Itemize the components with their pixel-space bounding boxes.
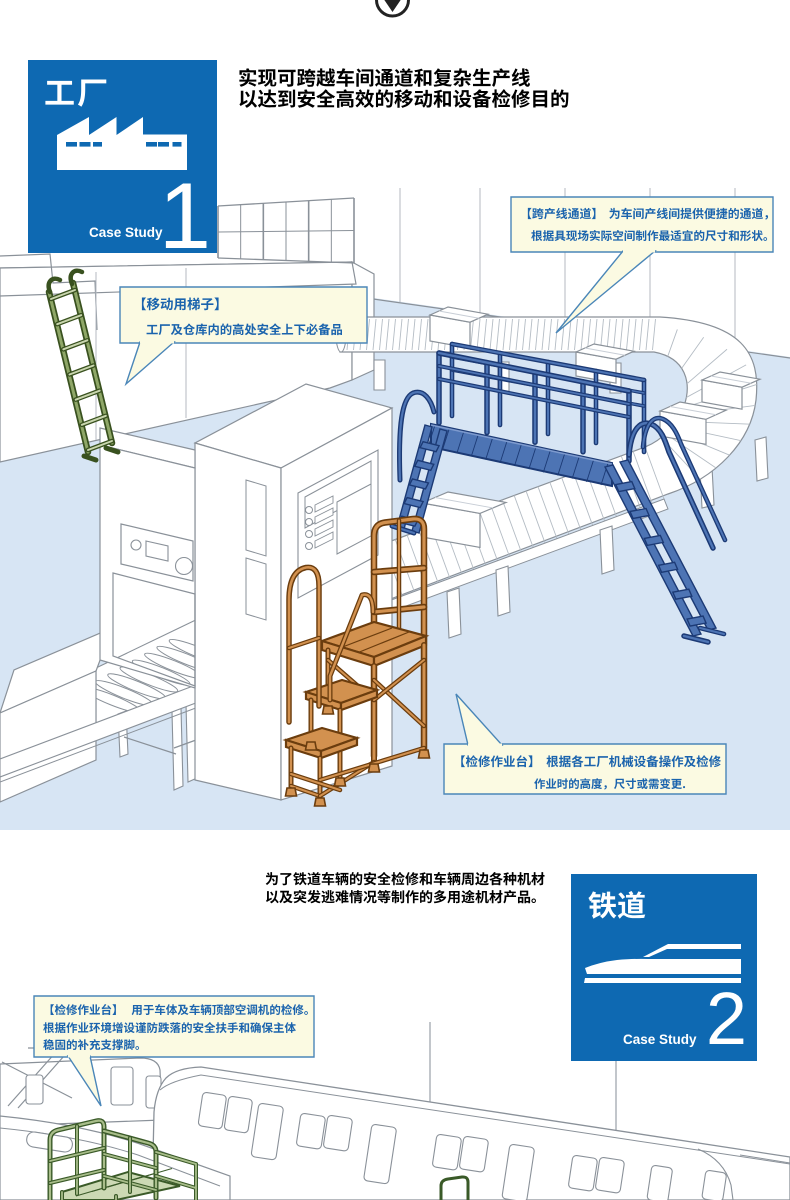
svg-text:2: 2: [706, 977, 747, 1060]
svg-text:1: 1: [159, 163, 211, 268]
svg-text:Case Study: Case Study: [89, 225, 163, 240]
svg-text:Case Study: Case Study: [623, 1032, 697, 1047]
